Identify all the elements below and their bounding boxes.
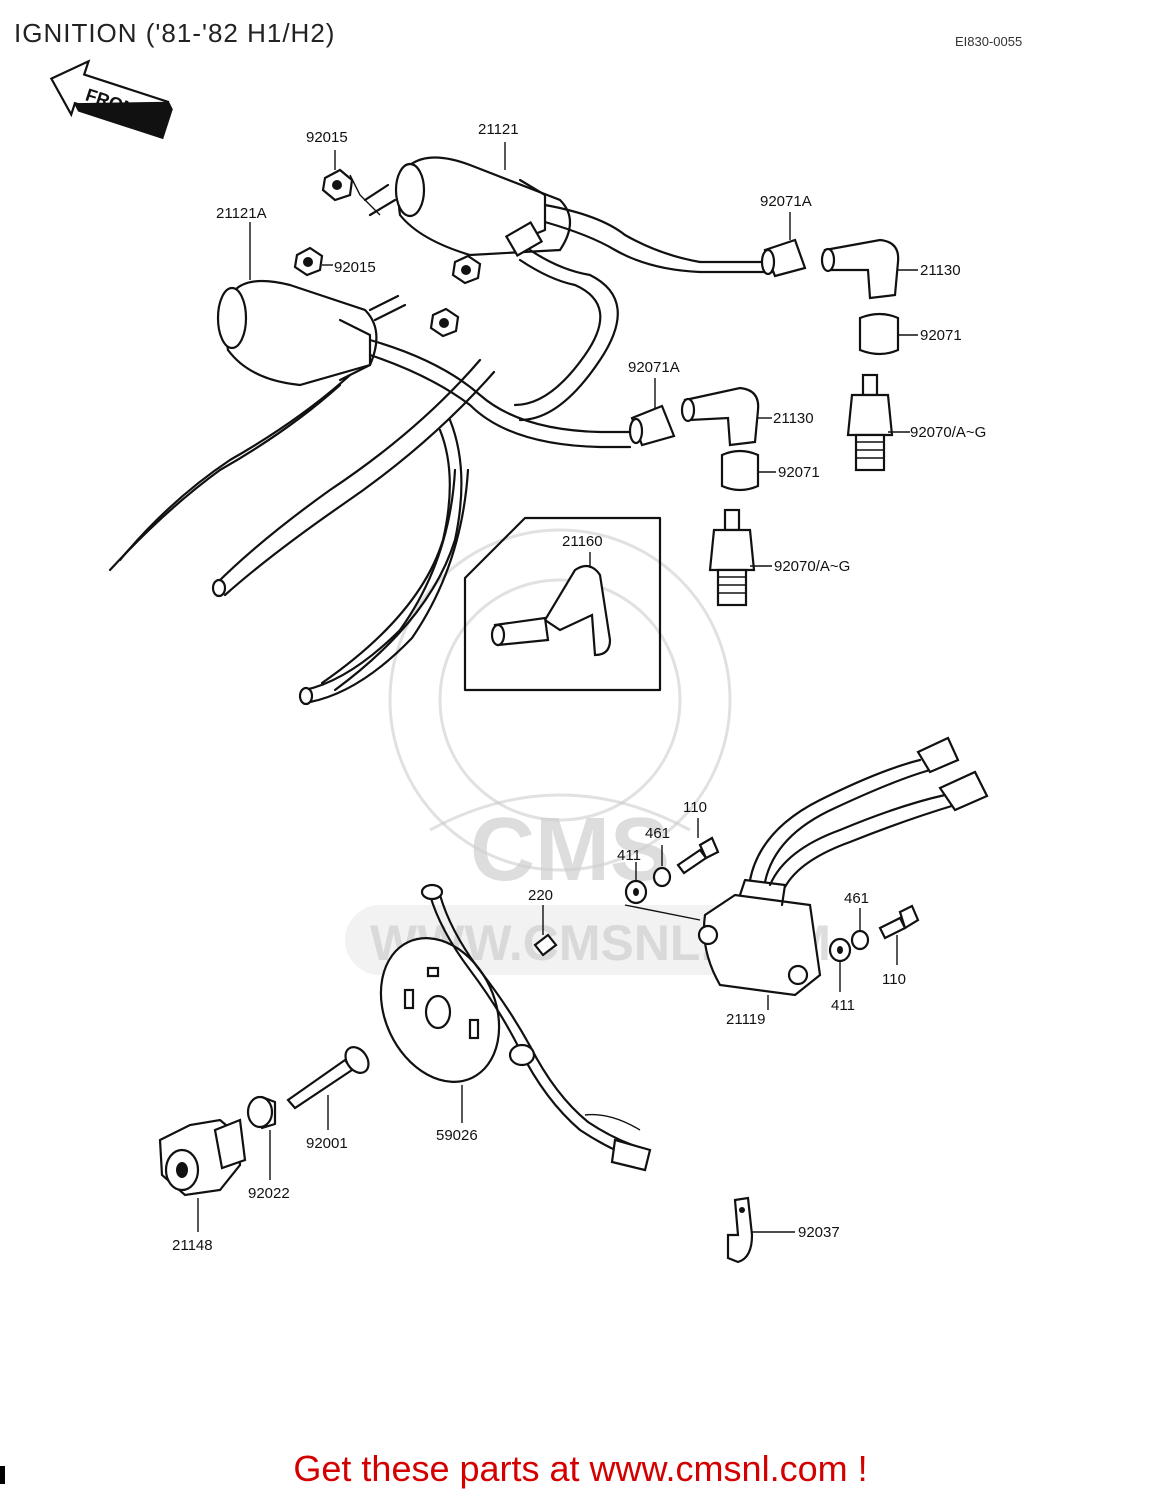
- timing-advancer-21148: [158, 1118, 247, 1197]
- spark-plug-92070-mid: [708, 508, 756, 607]
- diagram-code: EI830-0055: [955, 34, 1023, 49]
- label-92001: 92001: [306, 1135, 348, 1152]
- front-arrow-icon: FRONT: [49, 59, 173, 140]
- inset-box-21160: [463, 516, 662, 692]
- label-21160: 21160: [562, 533, 603, 550]
- label-92070-mid: 92070/A~G: [774, 558, 850, 575]
- label-411-right: 411: [831, 997, 855, 1014]
- diagram-title: IGNITION ('81-'82 H1/H2): [14, 18, 336, 48]
- nut-92015-top: [321, 168, 354, 202]
- label-21119: 21119: [726, 1011, 766, 1028]
- left-edge-mark: [0, 1466, 5, 1484]
- label-21121: 21121: [478, 121, 519, 138]
- leader-lines: [197, 142, 918, 1233]
- bolt-110-top: [676, 836, 720, 875]
- nut-92015-lower: [429, 307, 460, 338]
- label-92071A-mid: 92071A: [628, 359, 680, 376]
- washer-461-top: [652, 866, 672, 888]
- plug-cap-seal-92071A-top: [760, 238, 807, 278]
- label-220: 220: [528, 887, 553, 904]
- ht-lead-right: [298, 468, 470, 706]
- label-59026: 59026: [436, 1127, 478, 1144]
- spacer-92022: [246, 1095, 277, 1130]
- label-92022: 92022: [248, 1185, 290, 1202]
- plug-cap-seal-92071A-mid: [628, 404, 676, 447]
- label-411-top: 411: [617, 847, 641, 864]
- label-92037: 92037: [798, 1224, 840, 1241]
- spark-plug-cap-21130-top: [820, 238, 900, 300]
- label-110-top: 110: [683, 799, 707, 816]
- pickup-coil-plate-59026: [379, 883, 652, 1172]
- plug-cap-92071-mid: [720, 449, 760, 492]
- plug-cap-92071-top: [858, 312, 900, 356]
- label-92015-top: 92015: [306, 129, 348, 146]
- spark-plug-cap-21130-mid: [680, 386, 760, 447]
- nut-92015-right: [451, 254, 482, 285]
- ht-lead-left: [211, 358, 496, 598]
- washer-411-top: [624, 879, 648, 905]
- get-parts-link[interactable]: Get these parts at www.cmsnl.com !: [293, 1448, 868, 1489]
- label-92071-top: 92071: [920, 327, 962, 344]
- label-92015-mid: 92015: [334, 259, 376, 276]
- ignition-coil-21121: [363, 156, 782, 422]
- label-92070-top: 92070/A~G: [910, 424, 986, 441]
- label-21148: 21148: [172, 1237, 213, 1254]
- label-110-right: 110: [882, 971, 906, 988]
- washer-411-right: [828, 937, 852, 963]
- bolt-92001: [286, 1046, 370, 1110]
- igniter-unit-21119: [624, 736, 989, 997]
- label-461-right: 461: [844, 890, 869, 907]
- label-92071-mid: 92071: [778, 464, 820, 481]
- washer-461-right: [850, 929, 870, 951]
- clamp-92037: [726, 1196, 754, 1264]
- label-21130-top: 21130: [920, 262, 961, 279]
- label-21130-mid: 21130: [773, 410, 814, 427]
- bolt-110-right: [878, 904, 920, 940]
- nut-92015-mid: [293, 246, 324, 277]
- label-461-top: 461: [645, 825, 670, 842]
- spark-plug-92070-top: [846, 373, 894, 472]
- screw-220: [533, 933, 558, 957]
- label-92071A-top: 92071A: [760, 193, 812, 210]
- label-21121A: 21121A: [216, 205, 267, 222]
